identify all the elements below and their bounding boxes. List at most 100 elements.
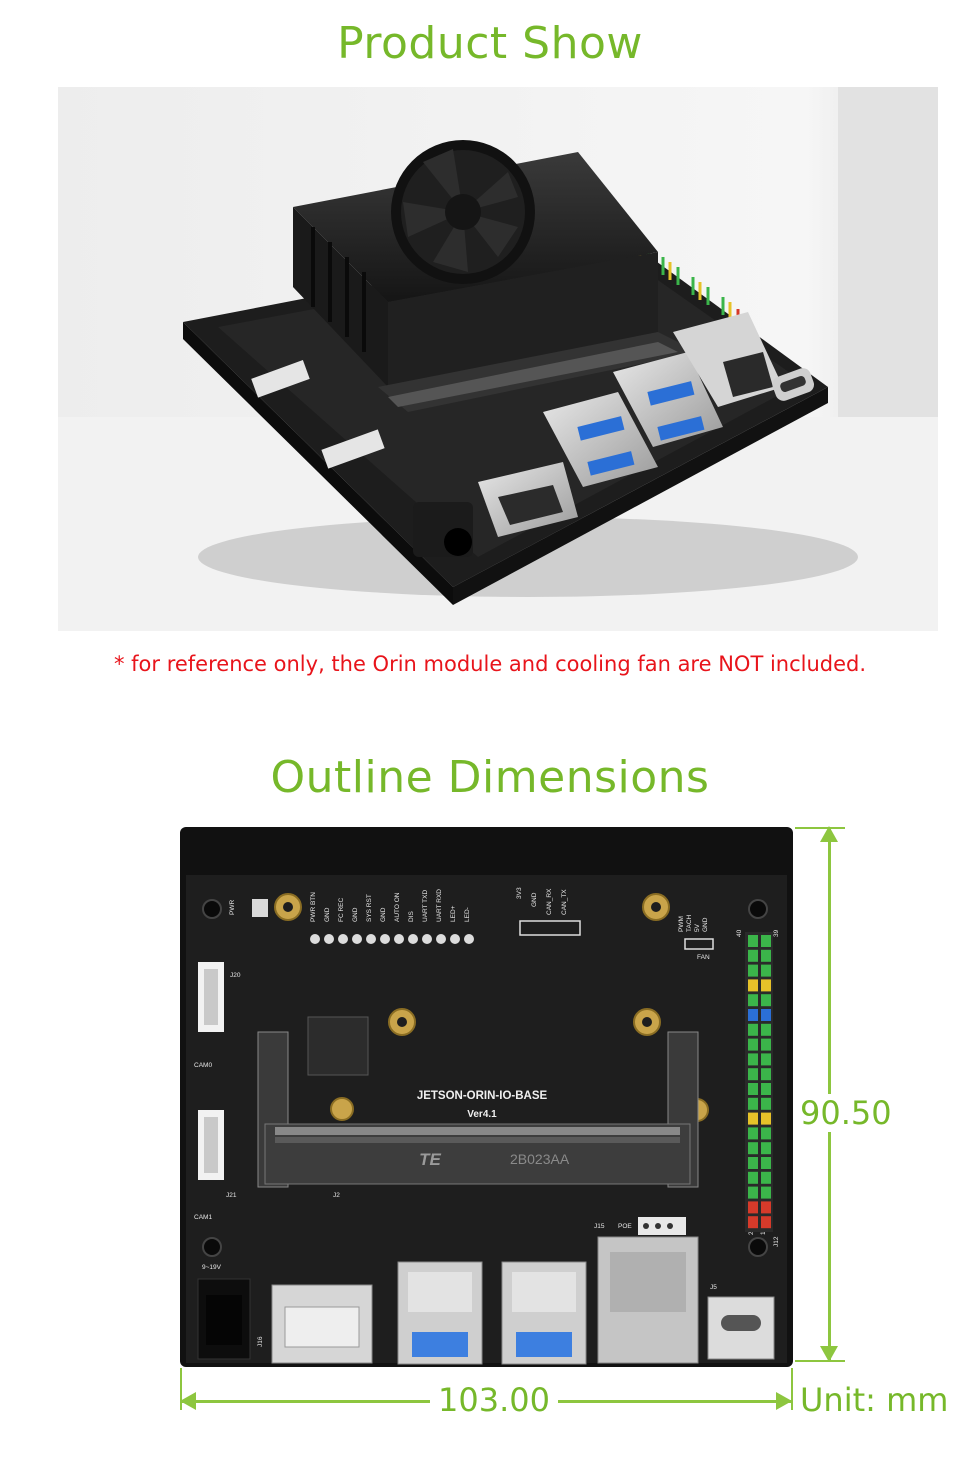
gpio-pin [761, 1142, 771, 1155]
gpio-pin [748, 1186, 758, 1199]
sodimm-slot: TE 2B023AA [257, 1031, 699, 1188]
gpio-pin [748, 1127, 758, 1140]
board-version: Ver4.1 [467, 1109, 497, 1120]
label-dis: DIS [408, 911, 415, 923]
ethernet-port [597, 1236, 699, 1364]
gpio-pin [761, 1083, 771, 1095]
gpio-pin [761, 1112, 771, 1125]
gpio-pin [748, 1171, 758, 1184]
gpio-pin [748, 994, 758, 1007]
label-pin-2: 2 [748, 1231, 755, 1235]
gpio-pin [761, 1038, 771, 1051]
label-gnd-4: GND [531, 892, 538, 907]
label-tach: TACH [686, 914, 693, 932]
gpio-pin [748, 1201, 758, 1214]
board-name: JETSON-ORIN-IO-BASE [417, 1090, 548, 1102]
label-pwr-btn: PWR BTN [310, 892, 317, 922]
gpio-pin [761, 1097, 771, 1110]
label-can-tx: CAN_TX [561, 889, 568, 915]
gpio-pin [748, 979, 758, 992]
gpio-pin [748, 1142, 758, 1155]
label-gnd-1: GND [324, 907, 331, 922]
gpio-pin [761, 1068, 771, 1081]
gpio-pin [761, 964, 771, 977]
label-3v3: 3V3 [516, 887, 523, 899]
te-part-number: 2B023AA [510, 1151, 570, 1167]
label-j16: J16 [257, 1336, 264, 1347]
gpio-pin [748, 1216, 758, 1229]
gpio-pin [748, 1157, 758, 1169]
width-arrow-right [776, 1392, 792, 1410]
label-j15: J15 [594, 1223, 605, 1230]
label-j5: J5 [710, 1284, 717, 1291]
width-ext-left [180, 1368, 182, 1410]
label-cam1: CAM1 [194, 1214, 212, 1221]
width-ext-right [791, 1368, 793, 1410]
displayport [271, 1284, 373, 1364]
gpio-pin [748, 964, 758, 977]
usb-port-j6 [397, 1261, 483, 1365]
label-gnd-2: GND [352, 907, 359, 922]
label-5v: 5V [694, 923, 701, 932]
gpio-pin [748, 1009, 758, 1021]
height-arrow-top [820, 826, 838, 842]
label-j2: J2 [333, 1192, 340, 1199]
label-poe: POE [618, 1223, 632, 1230]
label-fan: FAN [697, 954, 710, 961]
power-button[interactable] [252, 899, 268, 917]
label-9-19v: 9~19V [202, 1264, 222, 1271]
label-cam0: CAM0 [194, 1062, 212, 1069]
gpio-pin [761, 1127, 771, 1140]
product-show-heading: Product Show [337, 18, 643, 69]
width-arrow-left [180, 1392, 196, 1410]
board-top-view: PWR PWR BTN GND FC REC GND SYS RST GND A… [180, 827, 793, 1367]
label-led-minus: LED- [464, 907, 471, 922]
gpio-pin [748, 1083, 758, 1095]
label-fc-rec: FC REC [338, 898, 345, 923]
usb-port-j7 [501, 1261, 587, 1365]
dc-jack [197, 1278, 251, 1360]
label-j21: J21 [226, 1192, 237, 1199]
gpio-pin [761, 949, 771, 962]
label-pin-39: 39 [773, 929, 780, 937]
label-auto-on: AUTO ON [394, 892, 401, 922]
label-pin-1: 1 [760, 1231, 767, 1235]
label-sys-rst: SYS RST [366, 894, 373, 922]
gpio-pin [761, 1186, 771, 1199]
gpio-pin [748, 1097, 758, 1110]
gpio-pin [748, 935, 758, 947]
label-can-rx: CAN_RX [546, 888, 553, 915]
label-gnd-3: GND [380, 907, 387, 922]
te-logo: TE [419, 1150, 441, 1169]
gpio-pin [761, 1201, 771, 1214]
height-arrow-bottom [820, 1346, 838, 1362]
label-uart-rxd: UART RXD [436, 889, 443, 922]
gpio-pin [748, 1023, 758, 1036]
label-pwm: PWM [678, 916, 685, 932]
gpio-pin [761, 1157, 771, 1169]
gpio-pin [761, 979, 771, 992]
gpio-pin [761, 994, 771, 1007]
gpio-pin [748, 1053, 758, 1066]
label-gnd-5: GND [702, 917, 709, 932]
label-led-plus: LED+ [450, 905, 457, 922]
height-value: 90.50 [800, 1094, 892, 1132]
gpio-pin [761, 935, 771, 947]
gpio-pin [761, 1216, 771, 1229]
gpio-pin [761, 1023, 771, 1036]
unit-label: Unit: mm [800, 1381, 949, 1419]
label-j12: J12 [773, 1236, 780, 1247]
label-uart-txd: UART TXD [422, 890, 429, 922]
height-ext-bottom [795, 1360, 845, 1362]
gpio-pin [761, 1053, 771, 1066]
gpio-pin [761, 1009, 771, 1021]
width-value: 103.00 [430, 1381, 558, 1419]
outline-dimensions-heading: Outline Dimensions [270, 752, 710, 803]
gpio-pin [748, 1038, 758, 1051]
height-ext-top [795, 827, 845, 829]
product-photo [58, 87, 938, 631]
gpio-pin [748, 1112, 758, 1125]
label-pin-40: 40 [736, 929, 743, 937]
gpio-pin [761, 1171, 771, 1184]
gpio-pin [748, 949, 758, 962]
